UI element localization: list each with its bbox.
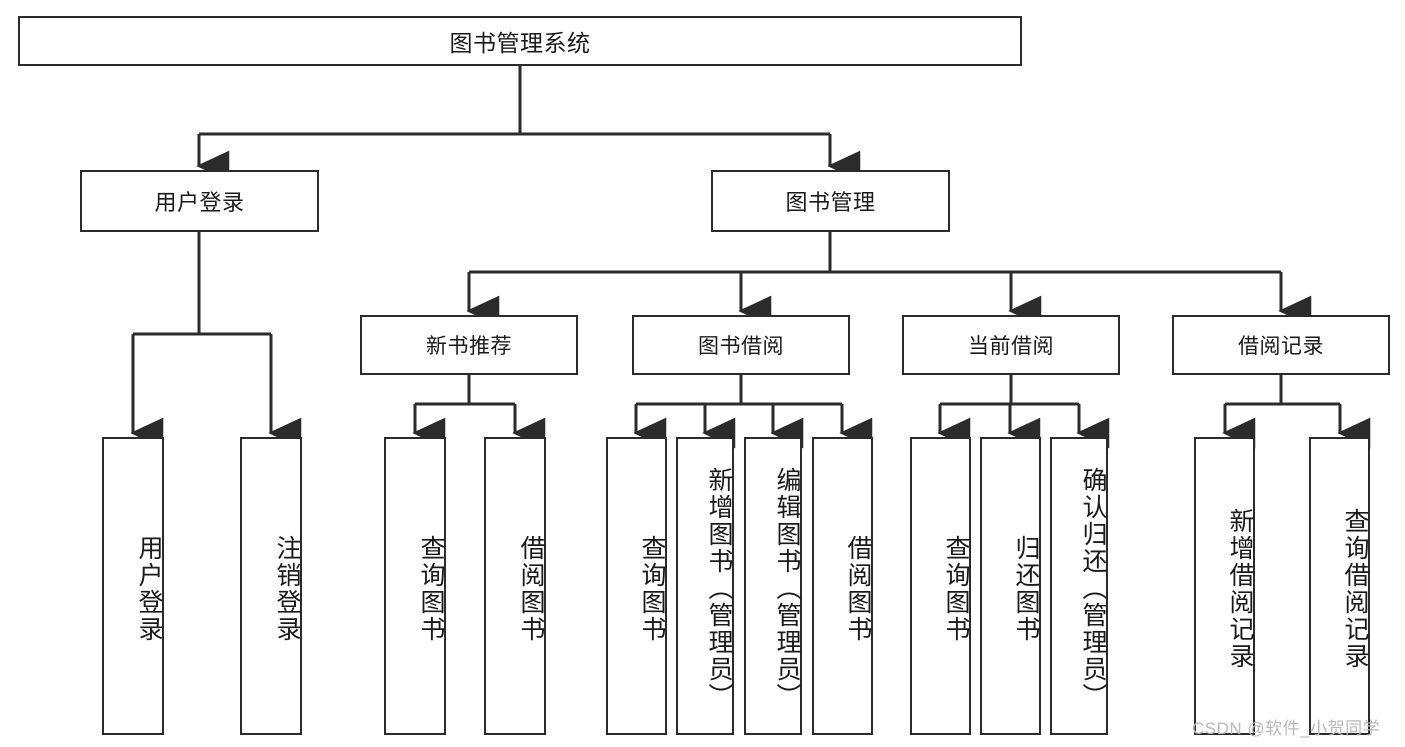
- node-leaf-query-book-3-label: 查询图书: [942, 535, 970, 643]
- node-leaf-borrow-book-2[interactable]: 借阅图书: [812, 437, 873, 735]
- node-leaf-add-record-label: 新增借阅记录: [1226, 508, 1254, 670]
- node-book-borrow[interactable]: 图书借阅: [632, 315, 850, 375]
- node-leaf-return-book-label: 归还图书: [1012, 535, 1040, 643]
- node-current-borrow[interactable]: 当前借阅: [902, 315, 1120, 375]
- node-borrow-record-label: 借阅记录: [1238, 335, 1324, 358]
- node-book-manage[interactable]: 图书管理: [711, 170, 950, 232]
- node-leaf-query-record[interactable]: 查询借阅记录: [1309, 437, 1370, 735]
- node-leaf-query-book-2-label: 查询图书: [638, 535, 666, 643]
- node-root[interactable]: 图书管理系统: [18, 16, 1022, 66]
- node-leaf-query-book-1-label: 查询图书: [417, 535, 445, 643]
- node-leaf-query-book-2[interactable]: 查询图书: [606, 437, 667, 735]
- node-leaf-query-book-3[interactable]: 查询图书: [910, 437, 971, 735]
- node-user-login[interactable]: 用户登录: [80, 170, 319, 232]
- node-book-borrow-label: 图书借阅: [698, 335, 784, 358]
- node-leaf-edit-book[interactable]: 编辑图书（管理员）: [744, 437, 802, 735]
- node-leaf-add-book-label: 新增图书（管理员）: [705, 466, 733, 710]
- node-leaf-logout-login[interactable]: 注销登录: [240, 437, 302, 735]
- node-current-borrow-label: 当前借阅: [968, 335, 1054, 358]
- node-new-book-recommend[interactable]: 新书推荐: [360, 315, 578, 375]
- node-book-manage-label: 图书管理: [785, 190, 876, 215]
- node-leaf-query-book-1[interactable]: 查询图书: [384, 437, 446, 735]
- node-leaf-edit-book-label: 编辑图书（管理员）: [773, 466, 801, 710]
- node-leaf-add-record[interactable]: 新增借阅记录: [1194, 437, 1255, 735]
- node-user-login-label: 用户登录: [154, 190, 245, 215]
- node-leaf-user-login[interactable]: 用户登录: [102, 437, 164, 735]
- node-leaf-confirm-return[interactable]: 确认归还（管理员）: [1050, 437, 1108, 735]
- node-leaf-borrow-book-2-label: 借阅图书: [844, 535, 872, 643]
- node-leaf-borrow-book-1-label: 借阅图书: [517, 535, 545, 643]
- node-new-book-recommend-label: 新书推荐: [426, 335, 512, 358]
- node-leaf-logout-login-label: 注销登录: [273, 535, 301, 643]
- node-root-label: 图书管理系统: [449, 30, 591, 56]
- node-leaf-add-book[interactable]: 新增图书（管理员）: [676, 437, 734, 735]
- node-borrow-record[interactable]: 借阅记录: [1172, 315, 1390, 375]
- csdn-watermark: CSDN @软件_小贺同学: [1192, 719, 1381, 738]
- node-leaf-return-book[interactable]: 归还图书: [980, 437, 1041, 735]
- node-leaf-query-record-label: 查询借阅记录: [1341, 508, 1369, 670]
- node-leaf-confirm-return-label: 确认归还（管理员）: [1079, 466, 1107, 710]
- node-leaf-user-login-label: 用户登录: [135, 535, 163, 643]
- node-leaf-borrow-book-1[interactable]: 借阅图书: [484, 437, 546, 735]
